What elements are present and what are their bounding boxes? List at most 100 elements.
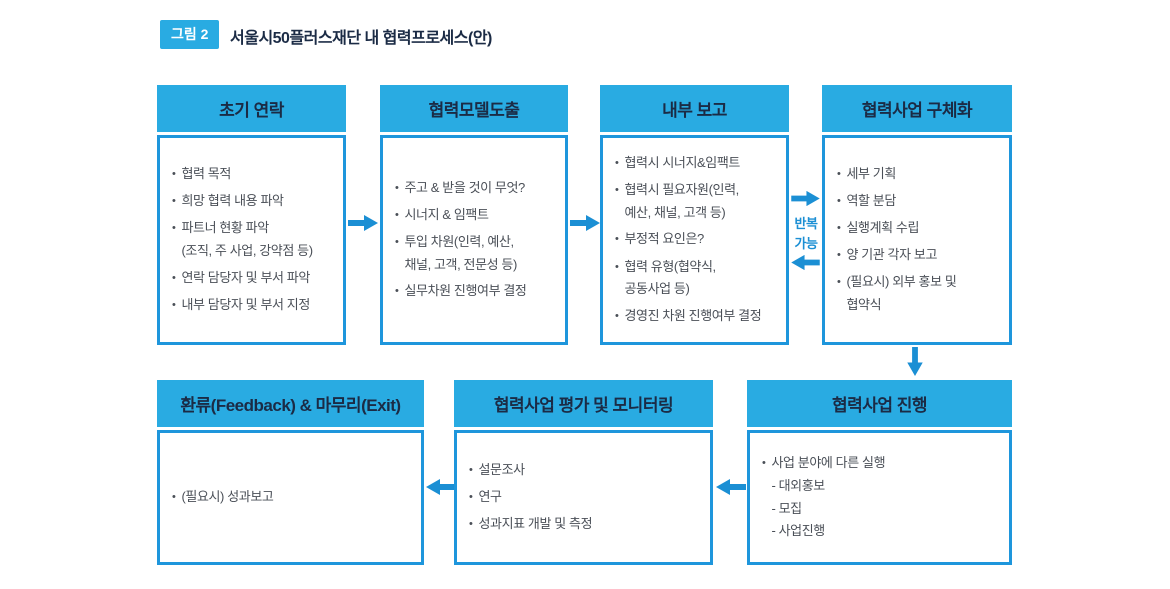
box-title: 내부 보고 <box>662 101 727 120</box>
box-header: 협력사업 평가 및 모니터링 <box>454 380 713 427</box>
list-item: • 세부 기획 <box>837 163 999 186</box>
item-text: 성과지표 개발 및 측정 <box>478 516 593 532</box>
bullet: • <box>469 518 473 531</box>
box-title: 협력모델도출 <box>428 101 520 120</box>
item-text: 설문조사 <box>478 461 525 477</box>
bullet: • <box>837 276 841 289</box>
list-item: • (필요시) 성과보고 <box>172 486 411 509</box>
item-text: 양 기관 각자 보고 <box>846 247 938 263</box>
bullet: • <box>615 156 619 169</box>
bullet: • <box>172 490 176 503</box>
bullet: • <box>615 310 619 323</box>
item-text: (필요시) 성과보고 <box>181 488 274 504</box>
item-text: 협력시 필요자원(인력, 예산, 채널, 고객 등) <box>624 181 739 220</box>
bullet-list: • 주고 & 받을 것이 무엇? • 시너지 & 임팩트 • 투입 차원(인력, 예산… <box>395 173 555 308</box>
box-body: • 협력 목적 • 희망 협력 내용 파악 • 파트너 현황 파악 (조직, 주 사업… <box>157 135 346 345</box>
bullet-list: •사업 분야에 다른 실행 - 대외홍보 - 모집 - 사업진행 <box>762 448 999 547</box>
bullet-list: • 협력 목적 • 희망 협력 내용 파악 • 파트너 현황 파악 (조직, 주 사업… <box>172 159 333 321</box>
box-header: 초기 연락 <box>157 85 346 132</box>
box-body: •사업 분야에 다른 실행 - 대외홍보 - 모집 - 사업진행 <box>747 430 1012 565</box>
process-box-initial-contact: 초기 연락 • 협력 목적 • 희망 협력 내용 파악 • 파트너 현황 파악 (조직… <box>157 85 346 345</box>
figure-title: 서울시50플러스재단 내 협력프로세스(안) <box>230 30 492 47</box>
bullet-list: • 설문조사 •연구 • 성과지표 개발 및 측정 <box>469 455 700 540</box>
process-box-internal-report: 내부 보고 •협력시 시너지&임팩트 • 협력시 필요자원(인력, 예산, 채널,… <box>600 85 789 345</box>
list-item: • 내부 담당자 및 부서 지정 <box>172 294 333 317</box>
item-text: 시너지 & 임팩트 <box>404 206 489 222</box>
list-item: • 성과지표 개발 및 측정 <box>469 513 700 536</box>
list-item: •양 기관 각자 보고 <box>837 244 999 267</box>
list-item: • 부정적 요인은? <box>615 228 776 251</box>
bullet: • <box>172 195 176 208</box>
arrow-down-icon <box>901 347 929 376</box>
item-text: 실무차원 진행여부 결정 <box>404 283 527 299</box>
loop-arrow-left-icon <box>791 253 820 272</box>
list-item: • 협력 목적 <box>172 163 333 186</box>
process-box-evaluation-monitoring: 협력사업 평가 및 모니터링 • 설문조사 •연구 • 성과지표 개발 및 측정 <box>454 380 713 565</box>
bullet-list: •세부 기획 •역할 분담 •실행계획 수립 •양 기관 각자 보고 •(필요시… <box>837 159 999 321</box>
item-text: 협력 유형(협약식, 공동사업 등) <box>624 258 716 297</box>
box-title: 환류(Feedback) & 마무리(Exit) <box>180 396 401 415</box>
item-text: 실행계획 수립 <box>846 220 920 236</box>
bullet: • <box>395 285 399 298</box>
bullet: • <box>837 168 841 181</box>
box-body: •협력시 시너지&임팩트 • 협력시 필요자원(인력, 예산, 채널, 고객 등)… <box>600 135 789 345</box>
list-item: •사업 분야에 다른 실행 - 대외홍보 - 모집 - 사업진행 <box>762 452 999 543</box>
item-text: 세부 기획 <box>846 166 896 182</box>
box-title: 협력사업 평가 및 모니터링 <box>493 396 674 415</box>
arrow-right-icon <box>570 213 600 233</box>
bullet: • <box>395 181 399 194</box>
arrow-right-icon <box>348 213 378 233</box>
bullet: • <box>395 235 399 248</box>
item-text: 파트너 현황 파악 (조직, 주 사업, 강약점 등) <box>181 220 313 258</box>
bullet: • <box>172 222 176 235</box>
bullet: • <box>469 463 473 476</box>
list-item: •협력 유형(협약식, 공동사업 등) <box>615 256 776 302</box>
list-item: • (필요시) 외부 홍보 및 협약식 <box>837 271 999 317</box>
item-text: 연락 담당자 및 부서 파악 <box>181 269 310 285</box>
box-title: 협력사업 진행 <box>831 396 928 415</box>
bullet: • <box>615 183 619 196</box>
bullet: • <box>172 298 176 311</box>
bullet: • <box>395 208 399 221</box>
list-item: • 협력시 필요자원(인력, 예산, 채널, 고객 등) <box>615 179 776 225</box>
box-title: 초기 연락 <box>219 101 284 120</box>
bullet: • <box>837 195 841 208</box>
box-header: 협력모델도출 <box>380 85 568 132</box>
bullet-list: • (필요시) 성과보고 <box>172 482 411 513</box>
bullet: • <box>172 168 176 181</box>
list-item: •협력시 시너지&임팩트 <box>615 152 776 175</box>
list-item: • 설문조사 <box>469 459 700 482</box>
bullet: • <box>172 271 176 284</box>
box-body: • 설문조사 •연구 • 성과지표 개발 및 측정 <box>454 430 713 565</box>
bullet: • <box>837 222 841 235</box>
arrow-left-icon <box>426 477 456 497</box>
loop-arrow-right-icon <box>791 189 820 208</box>
item-text: 투입 차원(인력, 예산, 채널, 고객, 전문성 등) <box>404 233 517 272</box>
bullet: • <box>469 490 473 503</box>
item-text: 주고 & 받을 것이 무엇? <box>404 179 525 195</box>
list-item: • 실행계획 수립 <box>837 217 999 240</box>
figure-number-badge: 그림 2 <box>160 20 220 49</box>
item-text: 경영진 차원 진행여부 결정 <box>624 308 762 324</box>
item-text: 희망 협력 내용 파악 <box>181 193 284 209</box>
list-item: • 경영진 차원 진행여부 결정 <box>615 305 776 328</box>
arrow-left-icon <box>716 477 746 497</box>
list-item: • 희망 협력 내용 파악 <box>172 190 333 213</box>
list-item: • 실무차원 진행여부 결정 <box>395 280 555 303</box>
item-text: 부정적 요인은? <box>624 231 704 247</box>
item-text: (필요시) 외부 홍보 및 협약식 <box>846 274 957 313</box>
item-text: 협력 목적 <box>181 166 231 182</box>
box-header: 협력사업 구체화 <box>822 85 1012 132</box>
process-box-project-progress: 협력사업 진행 •사업 분야에 다른 실행 - 대외홍보 - 모집 - 사업진행 <box>747 380 1012 565</box>
box-body: •세부 기획 •역할 분담 •실행계획 수립 •양 기관 각자 보고 •(필요시… <box>822 135 1012 345</box>
bullet: • <box>762 457 766 469</box>
item-text: 내부 담당자 및 부서 지정 <box>181 296 310 312</box>
list-item: •연구 <box>469 486 700 509</box>
process-box-project-concretization: 협력사업 구체화 •세부 기획 •역할 분담 •실행계획 수립 •양 기관 각자… <box>822 85 1012 345</box>
box-title: 협력사업 구체화 <box>861 101 973 120</box>
list-item: • 파트너 현황 파악 (조직, 주 사업, 강약점 등) <box>172 217 333 263</box>
list-item: • 투입 차원(인력, 예산, 채널, 고객, 전문성 등) <box>395 231 555 277</box>
bullet: • <box>615 233 619 246</box>
box-header: 협력사업 진행 <box>747 380 1012 427</box>
